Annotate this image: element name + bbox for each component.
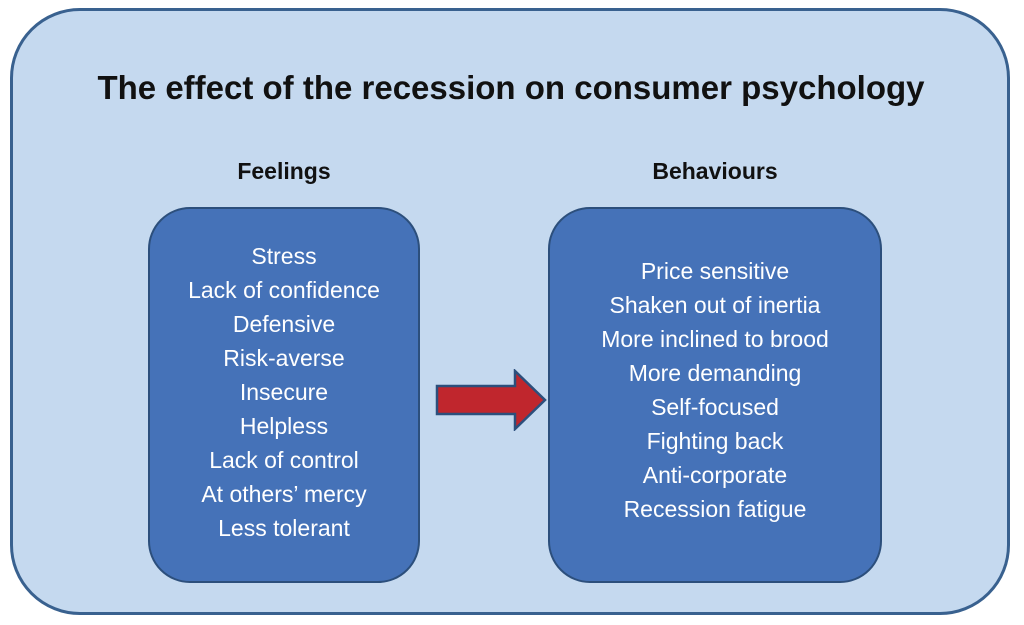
feelings-item: Less tolerant — [218, 515, 350, 541]
behaviours-item: More inclined to brood — [601, 326, 829, 352]
feelings-item: Lack of control — [209, 447, 359, 473]
feelings-item: Insecure — [239, 379, 329, 405]
feelings-item: Stress — [251, 243, 317, 269]
behaviours-box: Price sensitive Shaken out of inertia Mo… — [548, 207, 882, 583]
feelings-item: Lack of confidence — [188, 277, 380, 303]
right-arrow-shape — [435, 369, 547, 431]
feelings-item: Risk-averse — [223, 345, 345, 371]
feelings-item: Helpless — [239, 413, 329, 439]
behaviours-item: Anti-corporate — [642, 462, 788, 488]
behaviours-heading: Behaviours — [652, 158, 778, 184]
behaviours-item: Shaken out of inertia — [609, 292, 821, 318]
behaviours-item: Self-focused — [651, 394, 779, 420]
feelings-item: At others’ mercy — [201, 481, 367, 507]
feelings-list: Stress Lack of confidence Defensive Risk… — [188, 239, 380, 545]
behaviours-list: Price sensitive Shaken out of inertia Mo… — [601, 254, 829, 526]
behaviours-item: More demanding — [628, 360, 802, 386]
diagram-title: The effect of the recession on consumer … — [97, 69, 925, 106]
behaviours-item: Recession fatigue — [623, 496, 807, 522]
feelings-item: Defensive — [232, 311, 336, 337]
behaviours-item: Fighting back — [646, 428, 784, 454]
right-arrow-icon — [435, 369, 547, 431]
feelings-box: Stress Lack of confidence Defensive Risk… — [148, 207, 420, 583]
feelings-heading: Feelings — [237, 158, 331, 184]
behaviours-item: Price sensitive — [640, 258, 790, 284]
